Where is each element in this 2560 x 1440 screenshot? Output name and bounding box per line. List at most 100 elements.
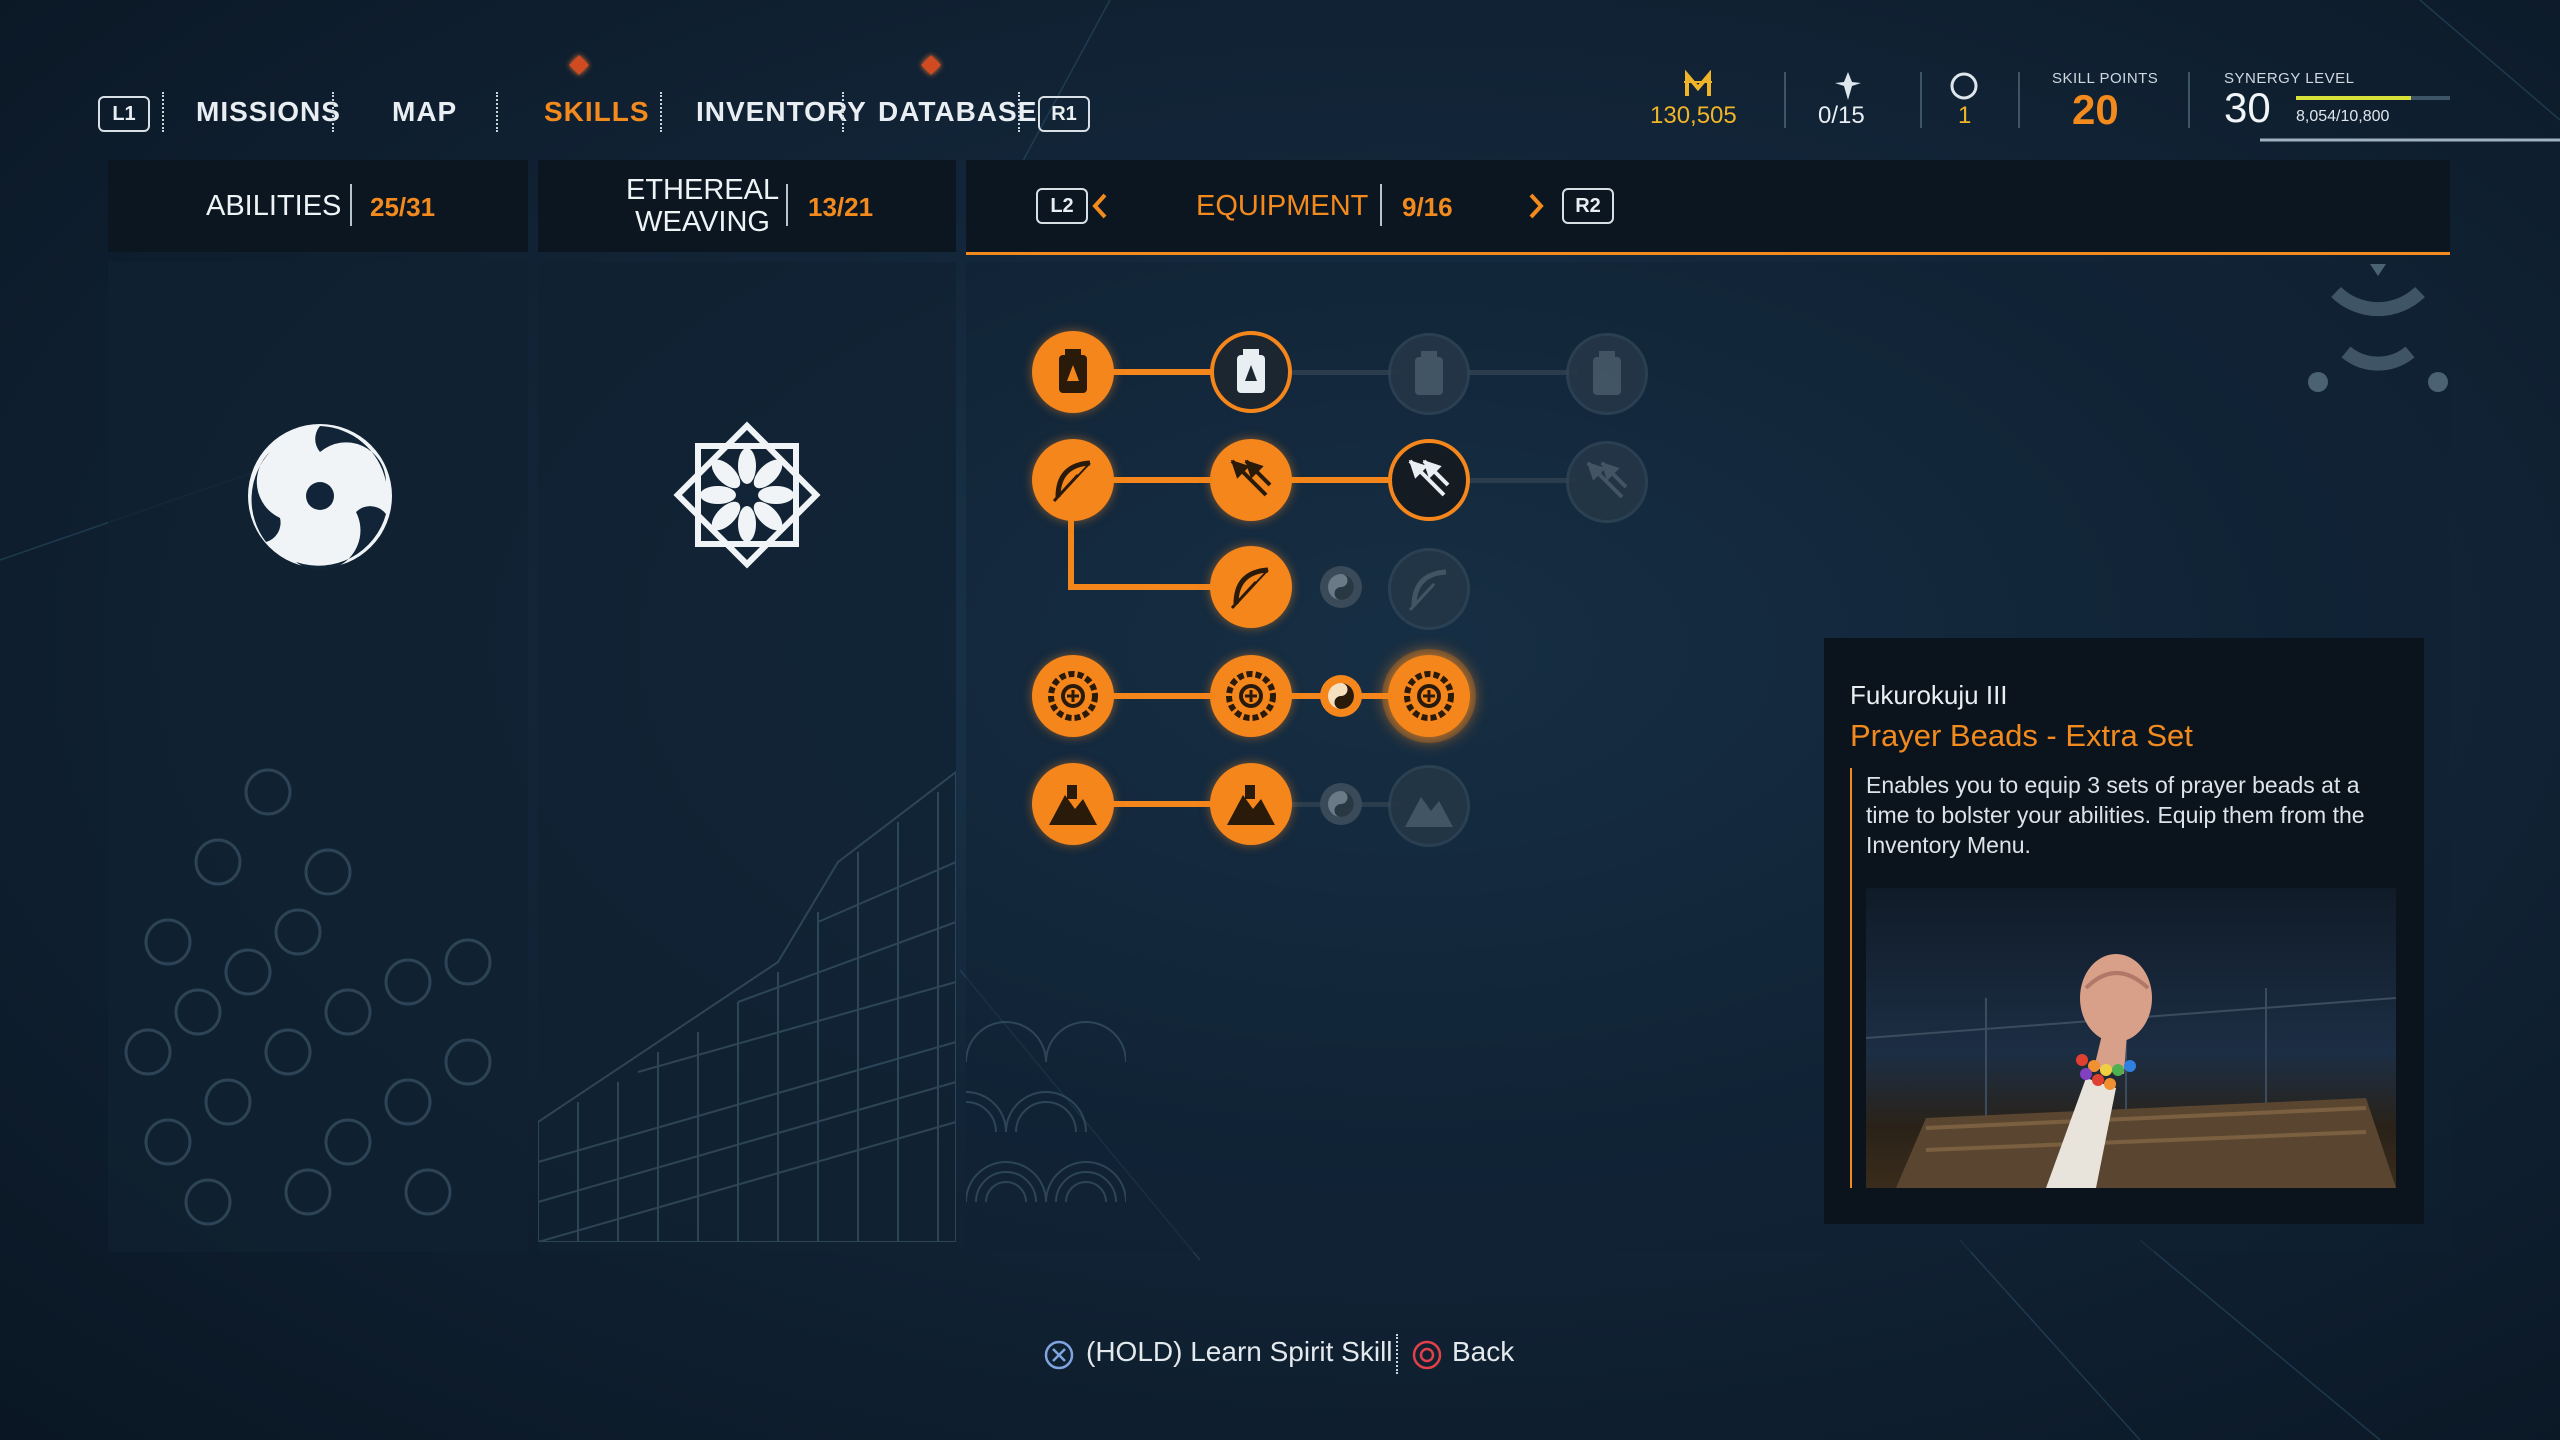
- synergy-progress-fill: [2296, 96, 2411, 100]
- equipment-tab-count: 9/16: [1402, 192, 1453, 222]
- back-prompt[interactable]: Back: [1452, 1336, 1515, 1367]
- nav-separator: [332, 92, 336, 132]
- ethereal-weaving-tab[interactable]: ETHEREAL WEAVING 13/21: [538, 160, 956, 252]
- tree-link: [1468, 370, 1578, 375]
- wave-pattern: [966, 1021, 1126, 1203]
- chevron-left-icon[interactable]: [1090, 192, 1110, 220]
- tree-link: [1110, 477, 1220, 483]
- r2-button[interactable]: R2: [1562, 188, 1614, 224]
- nav-separator: [162, 92, 166, 132]
- skill-title: Prayer Beads - Extra Set: [1850, 718, 2193, 753]
- tree-branch-link: [1068, 520, 1074, 590]
- nav-separator: [660, 92, 664, 132]
- corner-emblem-icon: [2308, 264, 2448, 392]
- skill-node-bow-2[interactable]: [1210, 546, 1292, 628]
- skill-node-flask-3[interactable]: [1388, 333, 1470, 415]
- tree-link: [1110, 369, 1220, 375]
- skill-node-arrows-2[interactable]: [1388, 439, 1470, 521]
- skill-points-value: 20: [2072, 86, 2119, 133]
- yin-yang-icon: [1320, 675, 1362, 717]
- skill-node-bow-3[interactable]: [1388, 548, 1470, 630]
- yin-yang-lock-icon: [1320, 566, 1362, 608]
- tree-link: [1290, 477, 1400, 483]
- card-accent-line: [1850, 768, 1852, 1188]
- tree-link: [1110, 801, 1220, 807]
- synergy-level-label: SYNERGY LEVEL: [2224, 70, 2355, 87]
- cross-button-icon[interactable]: [1044, 1340, 1074, 1370]
- stat-separator: [1784, 72, 1786, 128]
- spirit-count: 1: [1958, 102, 1972, 129]
- skill-node-shrine-1[interactable]: [1032, 763, 1114, 845]
- tab-missions[interactable]: MISSIONS: [196, 96, 341, 127]
- synergy-progress-text: 8,054/10,800: [2296, 108, 2390, 125]
- currency-icon: [1684, 70, 1712, 96]
- tree-link: [1110, 693, 1220, 699]
- skill-node-bow-1[interactable]: [1032, 439, 1114, 521]
- tab-skills[interactable]: SKILLS: [544, 96, 650, 127]
- tab-database[interactable]: DATABASE: [878, 96, 1038, 127]
- skill-node-shrine-2[interactable]: [1210, 763, 1292, 845]
- tab-inventory[interactable]: INVENTORY: [696, 96, 867, 127]
- l2-button[interactable]: L2: [1036, 188, 1088, 224]
- abilities-tab-count: 25/31: [370, 192, 436, 222]
- footer-separator: [1396, 1334, 1400, 1374]
- learn-skill-prompt[interactable]: (HOLD) Learn Spirit Skill: [1086, 1336, 1393, 1367]
- circle-button-icon[interactable]: [1412, 1340, 1442, 1370]
- prayer-beads-icon: [1404, 671, 1454, 721]
- abilities-panel[interactable]: [108, 262, 528, 1252]
- ethereal-weaving-tab-label: ETHEREAL WEAVING: [626, 174, 780, 238]
- bow-icon: [1408, 569, 1447, 612]
- arrows-icon: [1408, 459, 1450, 497]
- abilities-pattern: [124, 768, 492, 1226]
- skill-node-beads-3-selected[interactable]: [1388, 655, 1470, 737]
- ethereal-weaving-panel[interactable]: [538, 262, 956, 1252]
- equipment-tab-header: L2 EQUIPMENT 9/16 R2: [966, 160, 2450, 255]
- tree-link: [1068, 584, 1220, 590]
- yin-yang-lock-icon: [1320, 783, 1362, 825]
- ethereal-pattern: [538, 770, 956, 1242]
- skill-description: Enables you to equip 3 sets of prayer be…: [1866, 772, 2365, 858]
- abilities-emblem-icon: [248, 424, 392, 570]
- skill-info-card: Fukurokuju III Prayer Beads - Extra Set …: [1824, 638, 2424, 1224]
- skill-points-label: SKILL POINTS: [2052, 70, 2159, 87]
- prayer-beads-icon: [1048, 671, 1098, 721]
- shrine-icon: [1049, 785, 1097, 825]
- skill-node-beads-2[interactable]: [1210, 655, 1292, 737]
- abilities-tab[interactable]: ABILITIES 25/31: [108, 160, 528, 252]
- flask-icon: [1415, 351, 1443, 395]
- tree-link: [1290, 693, 1326, 699]
- l1-button[interactable]: L1: [98, 96, 150, 132]
- tab-separator: [1380, 184, 1382, 226]
- bow-icon: [1230, 567, 1269, 610]
- nav-separator: [842, 92, 846, 132]
- stat-separator: [1920, 72, 1922, 128]
- nav-separator: [1018, 92, 1022, 132]
- skill-node-arrows-1[interactable]: [1210, 439, 1292, 521]
- shrine-icon: [1405, 797, 1453, 827]
- skill-node-arrows-3[interactable]: [1566, 441, 1648, 523]
- tab-map[interactable]: MAP: [392, 96, 458, 127]
- skill-node-flask-4[interactable]: [1566, 333, 1648, 415]
- shrine-icon: [1227, 785, 1275, 825]
- tree-link: [1360, 693, 1400, 699]
- skill-node-beads-1[interactable]: [1032, 655, 1114, 737]
- skill-node-shrine-3[interactable]: [1388, 765, 1470, 847]
- currency-value: 130,505: [1650, 102, 1737, 129]
- equipment-tab-label[interactable]: EQUIPMENT: [1196, 190, 1369, 222]
- collectible-icon: [1835, 72, 1861, 100]
- collectibles-value: 0/15: [1818, 102, 1865, 129]
- flask-icon: [1237, 349, 1265, 393]
- ethereal-weaving-emblem-icon: [673, 421, 821, 569]
- chevron-right-icon[interactable]: [1526, 192, 1546, 220]
- bow-icon: [1052, 460, 1091, 503]
- r1-button[interactable]: R1: [1038, 96, 1090, 132]
- tree-link: [1468, 478, 1578, 483]
- stat-separator: [2188, 72, 2190, 128]
- synergy-level-value: 30: [2224, 84, 2271, 131]
- skill-node-flask-2[interactable]: [1210, 331, 1292, 413]
- skill-node-flask-1[interactable]: [1032, 331, 1114, 413]
- skill-subtitle: Fukurokuju III: [1850, 680, 2008, 710]
- skill-preview-image: [1866, 888, 2396, 1188]
- stat-separator: [2018, 72, 2020, 128]
